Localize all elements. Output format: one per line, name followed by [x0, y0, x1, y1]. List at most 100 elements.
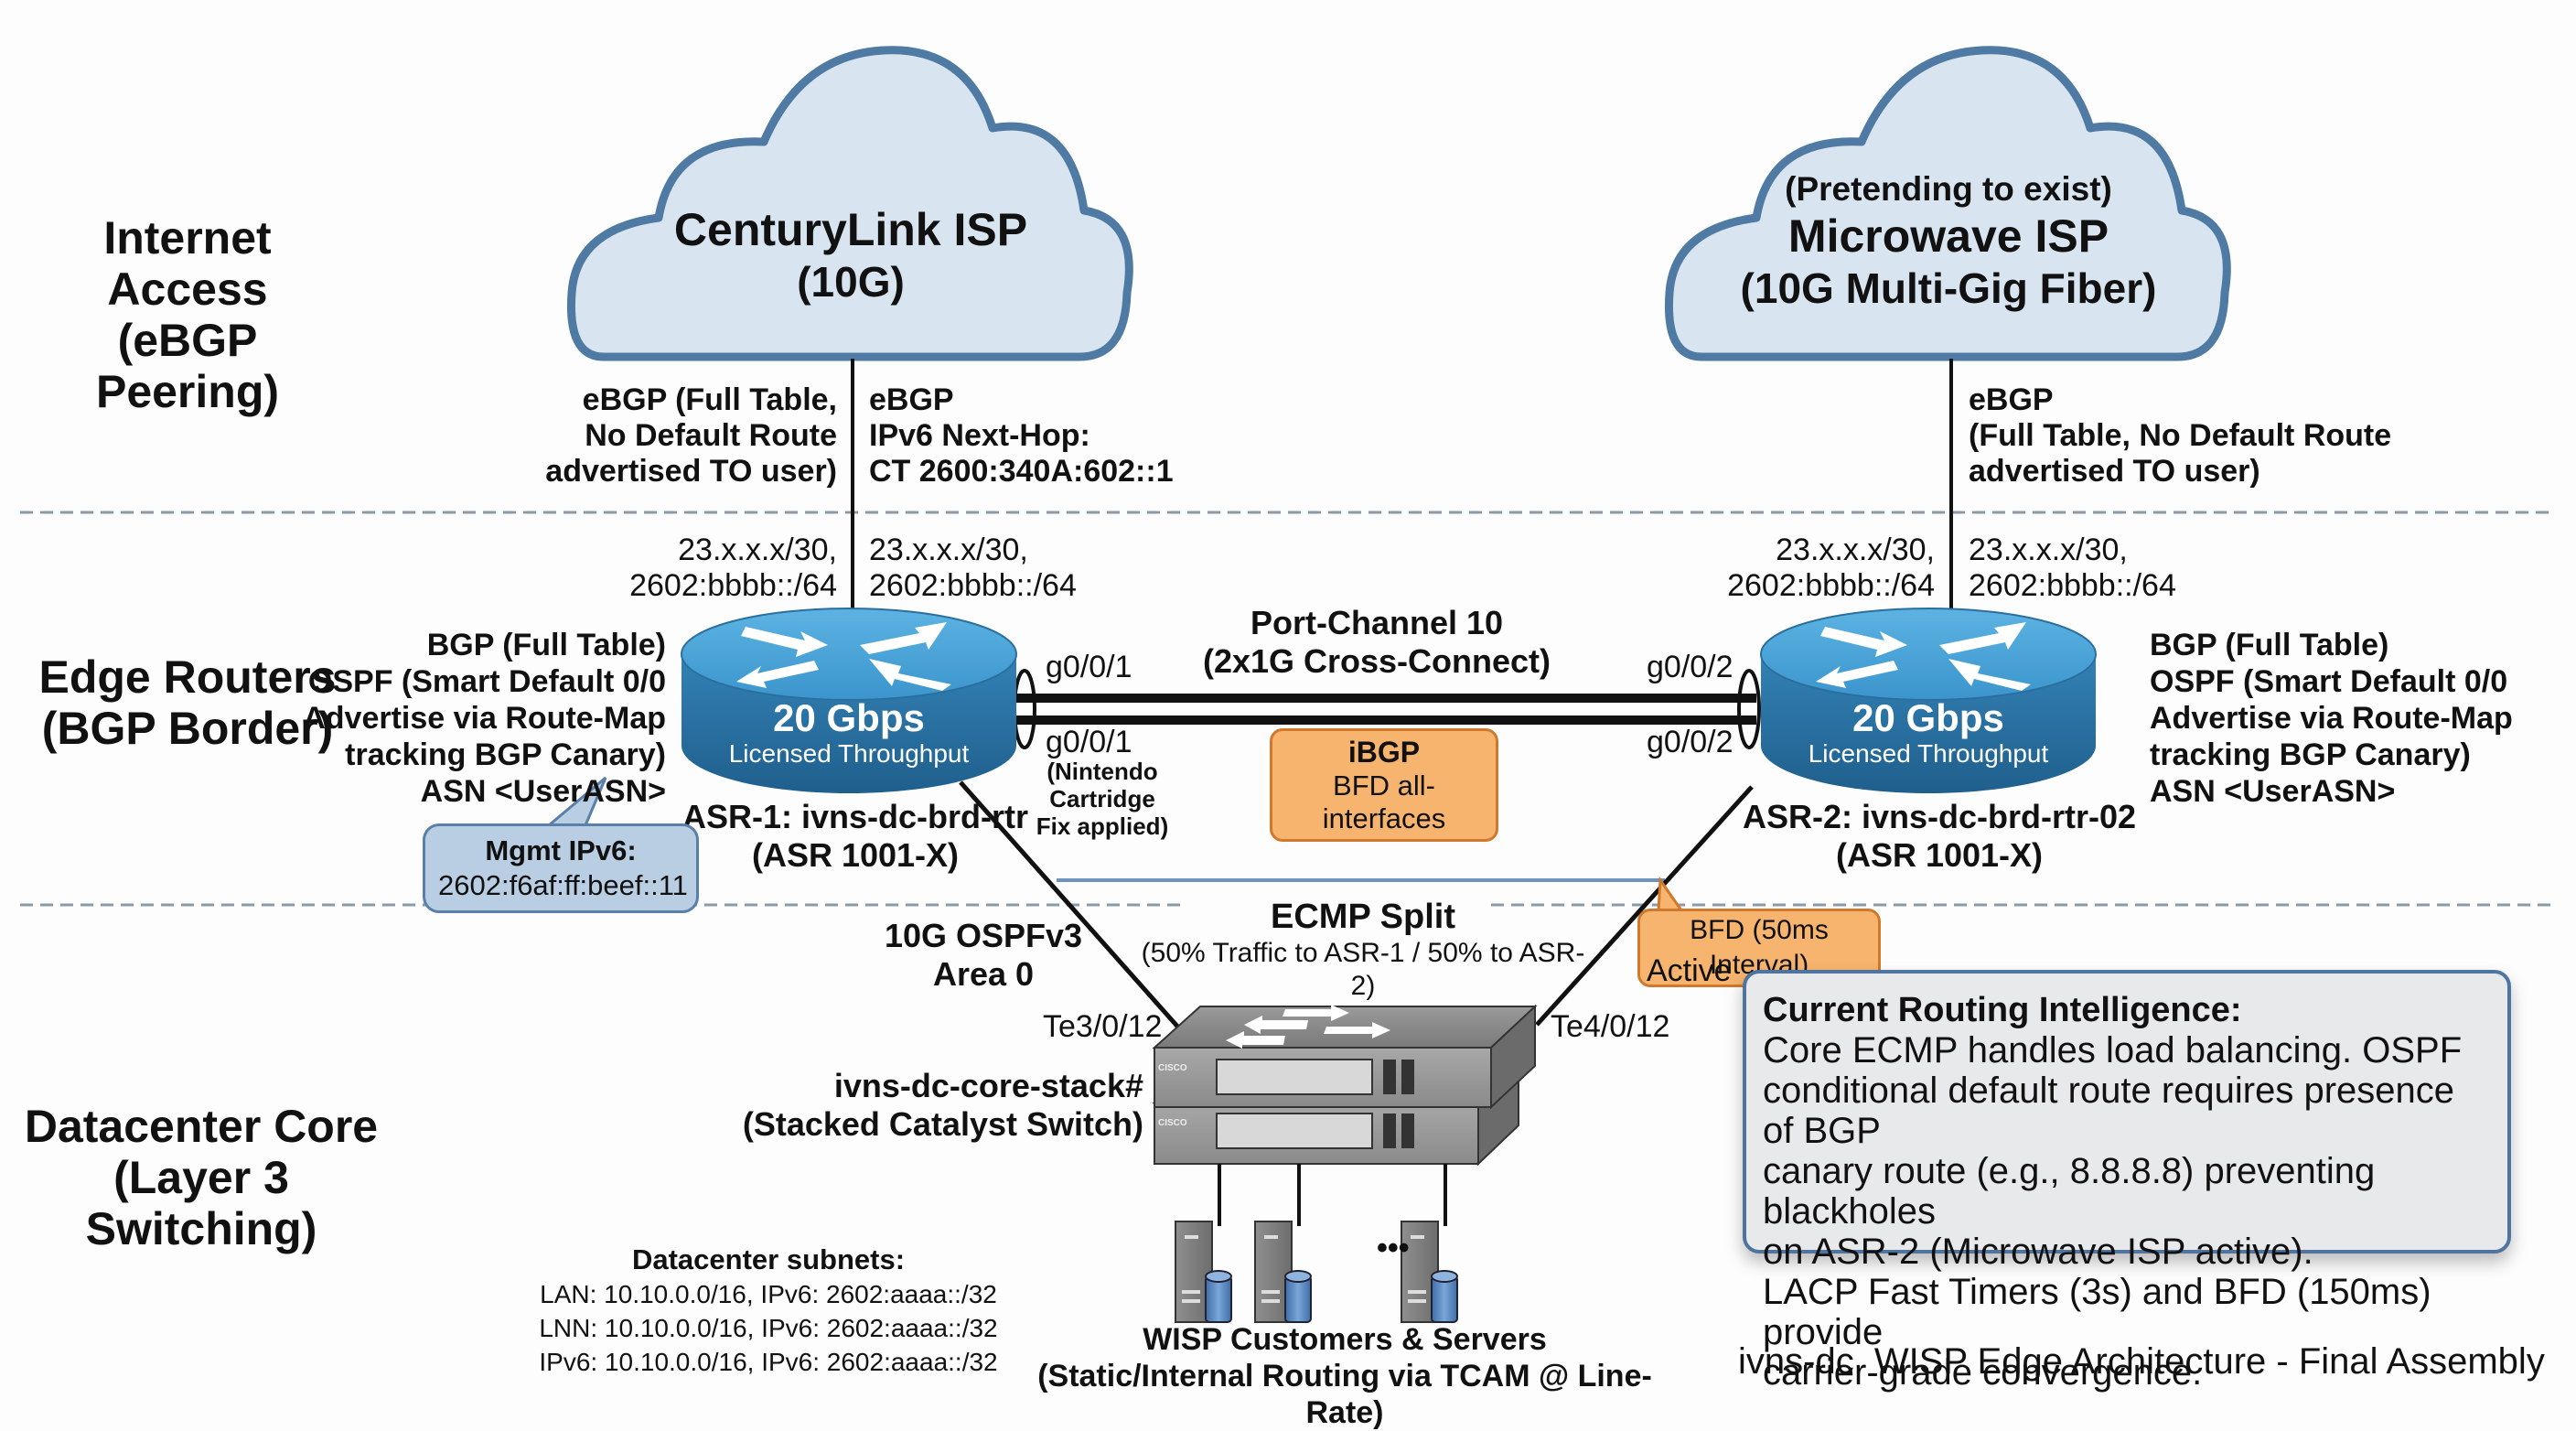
asr2-if-bottom: g0/0/2 [1647, 725, 1733, 759]
config-line: OSPF (Smart Default 0/0 [307, 664, 666, 699]
config-line: tracking BGP Canary) [2150, 737, 2471, 772]
tier-title: Internet Access [103, 212, 272, 315]
routing-intelligence-panel: Current Routing Intelligence: Core ECMP … [1743, 970, 2511, 1393]
ospf-area-label: 10G OSPFv3 Area 0 [878, 917, 1089, 994]
asr2-throughput: 20 Gbps Licensed Throughput [1761, 697, 2096, 769]
panel-line: LACP Fast Timers (3s) and BFD (150ms) pr… [1763, 1272, 2431, 1352]
asr2-if-top: g0/0/2 [1647, 650, 1733, 684]
label-line: 2602:bbbb::/64 [869, 568, 1077, 603]
label-line: advertised TO user) [1969, 454, 2260, 489]
label-line: 23.x.x.x/30, [1969, 533, 2128, 567]
microwave-cloud [1664, 46, 2231, 361]
centurylink-isp: CenturyLink ISP (10G) [595, 203, 1107, 307]
ospf-line: 10G OSPFv3 [884, 917, 1083, 954]
ibgp-title: iBGP [1347, 736, 1421, 769]
ecmp-subtitle: (50% Traffic to ASR-1 / 50% to ASR-2) [1141, 938, 1585, 1001]
config-line: BGP (Full Table) [2150, 628, 2389, 662]
mgmt-title: Mgmt IPv6: [485, 834, 637, 866]
centurylink-ipv6-nexthop: eBGP IPv6 Next-Hop: CT 2600:340A:602::1 [869, 382, 1235, 490]
mgmt-address: 2602:f6af:ff:beef::11 [438, 869, 688, 901]
asr1-wan-subnet-right: 23.x.x.x/30, 2602:bbbb::/64 [869, 533, 1139, 604]
panel-line: canary route (e.g., 8.8.8.8) preventing … [1763, 1151, 2376, 1232]
asr2-hostname: ASR-2: ivns-dc-brd-rtr-02 (ASR 1001-X) [1738, 798, 2141, 875]
router-model: (ASR 1001-X) [751, 836, 960, 874]
config-line: OSPF (Smart Default 0/0 [2150, 664, 2508, 699]
cisco-logo-lower: CISCO [1158, 1118, 1187, 1128]
tier-title: Datacenter Core [24, 1101, 379, 1152]
server-icon-1 [1175, 1221, 1232, 1323]
asr1-if-top: g0/0/1 [1046, 650, 1132, 684]
lag-ring-left [1013, 669, 1036, 749]
note-line: (Nintendo Cartridge [1046, 758, 1158, 812]
ibgp-badge: iBGP BFD all-interfaces [1270, 728, 1498, 842]
subnet-line: LAN: 10.10.0.0/16, IPv6: 2602:aaaa::/32 [540, 1280, 997, 1308]
config-line: Advertise via Route-Map [2150, 701, 2513, 736]
port-channel-link-1 [1015, 694, 1756, 703]
panel-line: conditional default route requires prese… [1763, 1071, 2455, 1151]
cisco-logo-upper: CISCO [1158, 1063, 1187, 1073]
label-line: advertised TO user) [545, 454, 837, 489]
asr1-if-note: (Nintendo Cartridge Fix applied) [997, 758, 1208, 840]
port-channel-link-2 [1015, 716, 1756, 725]
label-line: 2602:bbbb::/64 [1727, 568, 1935, 603]
servers-title: WISP Customers & Servers [1143, 1322, 1547, 1357]
ecmp-label: ECMP Split (50% Traffic to ASR-1 / 50% t… [1134, 897, 1592, 1003]
label-line: 2602:bbbb::/64 [629, 568, 837, 603]
label-line: No Default Route [585, 418, 837, 453]
label-line: 23.x.x.x/30, [1776, 533, 1935, 567]
router-model: (ASR 1001-X) [1835, 836, 2044, 874]
server-icon-3 [1401, 1221, 1458, 1323]
core-switch-stack-icon [1152, 1004, 1538, 1167]
asr1-wan-subnet-left: 23.x.x.x/30, 2602:bbbb::/64 [567, 533, 837, 604]
throughput-value: 20 Gbps [773, 696, 925, 739]
tier-subtitle: (Layer 3 Switching) [85, 1152, 317, 1254]
config-line: tracking BGP Canary) [345, 737, 666, 772]
isp-name: CenturyLink ISP [673, 204, 1028, 255]
asr2-wan-subnet-left: 23.x.x.x/30, 2602:bbbb::/64 [1665, 533, 1935, 604]
label-line: 2602:bbbb::/64 [1969, 568, 2176, 603]
label-line: eBGP (Full Table, [582, 382, 837, 417]
config-line: BGP (Full Table) [426, 628, 666, 662]
tier-label-core: Datacenter Core (Layer 3 Switching) [9, 1101, 393, 1254]
router-name: ASR-1: ivns-dc-brd-rtr [682, 798, 1029, 835]
label-line: 23.x.x.x/30, [869, 533, 1028, 567]
microwave-isp: (Pretending to exist) Microwave ISP (10G… [1674, 169, 2223, 314]
label-line: (Full Table, No Default Route [1969, 418, 2392, 453]
asr1-config: BGP (Full Table) OSPF (Smart Default 0/0… [274, 627, 666, 810]
isp-name: Microwave ISP [1787, 210, 2109, 262]
diagram-title: ivns-dc WISP Edge Architecture - Final A… [1738, 1341, 2545, 1382]
centurylink-ebgp-policy: eBGP (Full Table, No Default Route adver… [512, 382, 837, 490]
port-channel-title: Port-Channel 10 [1250, 604, 1504, 641]
core-switch-label: ivns-dc-core-stack# (Stacked Catalyst Sw… [732, 1067, 1143, 1144]
servers-subtitle: (Static/Internal Routing via TCAM @ Line… [1037, 1359, 1652, 1430]
subnets-title: Datacenter subnets: [631, 1243, 906, 1275]
panel-line: carrier-grade convergence. [1763, 1352, 2203, 1393]
tier-label-internet: Internet Access (eBGP Peering) [27, 212, 348, 417]
server-ellipsis: ••• [1377, 1231, 1410, 1265]
note-line: Fix applied) [1036, 812, 1169, 840]
panel-line: on ASR-2 (Microwave ISP active). [1763, 1232, 2313, 1272]
router-asr1-icon [681, 608, 1017, 793]
core-if-left: Te3/0/12 [1043, 1009, 1163, 1044]
asr2-to-core-link [1535, 785, 1754, 1027]
ibgp-subtitle: BFD all-interfaces [1322, 769, 1446, 834]
throughput-label: Licensed Throughput [728, 739, 970, 768]
label-line: 23.x.x.x/30, [678, 533, 837, 567]
asr1-throughput: 20 Gbps Licensed Throughput [682, 697, 1016, 769]
ospf-line: Area 0 [932, 955, 1035, 993]
isp-note: (Pretending to exist) [1785, 170, 2112, 208]
ecmp-title: ECMP Split [1271, 898, 1455, 936]
label-line: eBGP [1969, 382, 2054, 417]
throughput-value: 20 Gbps [1852, 696, 2004, 739]
panel-title: Current Routing Intelligence: [1763, 991, 2242, 1029]
label-line: IPv6 Next-Hop: [869, 418, 1090, 453]
isp-speed: (10G) [797, 258, 905, 306]
bfd-state: Active [1647, 953, 1732, 988]
centurylink-cloud [566, 46, 1133, 361]
tier-title: Edge Routers [38, 651, 337, 703]
datacenter-subnets: Datacenter subnets: LAN: 10.10.0.0/16, I… [512, 1243, 1025, 1379]
config-line: Advertise via Route-Map [303, 701, 666, 736]
server-icon-2 [1254, 1221, 1312, 1323]
tier-subtitle: (BGP Border) [41, 703, 334, 754]
